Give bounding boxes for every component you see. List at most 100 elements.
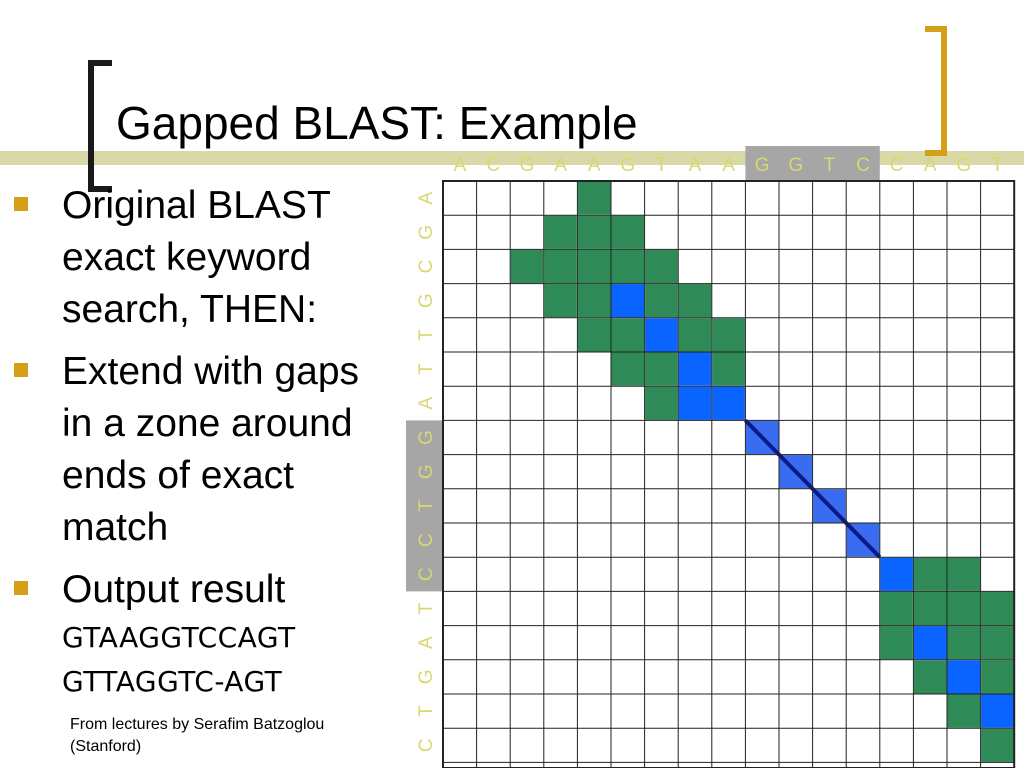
matrix-cell-green — [610, 317, 646, 353]
matrix-cell-green — [946, 693, 982, 729]
left-sequence-letter: T — [416, 602, 437, 614]
top-sequence-letter: T — [992, 155, 1004, 176]
matrix-cell-green — [543, 214, 578, 250]
source-credit: From lectures by Serafim Batzoglou (Stan… — [70, 714, 400, 758]
matrix-cell-green — [980, 659, 1015, 695]
top-sequence-letter: C — [890, 155, 904, 176]
matrix-cell-green — [509, 248, 545, 285]
left-sequence-letter: A — [416, 397, 437, 410]
left-sequence-letter: T — [416, 705, 437, 717]
bullet-list: Original BLAST exact keyword search, THE… — [14, 180, 394, 704]
left-sequence-letter: T — [416, 363, 437, 375]
left-sequence-letter: C — [416, 567, 437, 581]
top-sequence-letter: G — [520, 155, 535, 176]
top-sequence-letter: A — [689, 155, 702, 176]
top-sequence-letter: G — [755, 155, 770, 176]
matrix-cell-green — [980, 590, 1015, 627]
matrix-cell-green — [576, 283, 612, 319]
matrix-border — [442, 180, 1016, 768]
left-sequence-letter: A — [416, 636, 437, 649]
matrix-cell-green — [946, 625, 982, 661]
matrix-cell-blue — [644, 317, 679, 353]
right-bracket-decoration — [925, 26, 947, 156]
matrix-cell-green — [946, 556, 982, 592]
left-sequence-letter: T — [416, 329, 437, 341]
matrix-cell-green — [644, 351, 679, 387]
matrix-cell-green — [711, 317, 746, 353]
top-sequence-letter: C — [487, 155, 501, 176]
top-sequence-letter: C — [856, 155, 870, 176]
bullet-text: Extend with gaps in a zone around ends o… — [62, 350, 360, 549]
sequence-highlight-layer — [406, 146, 880, 592]
matrix-cell-green — [576, 214, 612, 250]
matrix-cell-green — [576, 317, 612, 353]
matrix-cell-blue — [946, 659, 982, 695]
left-sequence-letter: G — [416, 430, 437, 445]
matrix-grid-layer — [442, 180, 1016, 768]
matrix-cell-green — [879, 625, 914, 661]
bullet-marker-icon — [14, 581, 28, 595]
top-sequence-letter: A — [722, 155, 735, 176]
matrix-cell-blue — [677, 351, 713, 387]
alignment-line-bottom: GTTAGGTC-AGT — [62, 665, 283, 698]
matrix-cell-blue — [912, 625, 948, 661]
slide-title: Gapped BLAST: Example — [116, 97, 638, 149]
matrix-cell-blue — [879, 556, 914, 592]
matrix-cell-green — [543, 283, 578, 319]
credit-line: (Stanford) — [70, 738, 142, 755]
top-sequence-letter: A — [588, 155, 601, 176]
matrix-cell-green — [912, 556, 948, 592]
matrix-cell-green — [543, 248, 578, 285]
top-sequence-letter: T — [656, 155, 668, 176]
left-bracket-decoration — [88, 60, 112, 192]
matrix-cell-green — [610, 248, 646, 285]
bullet-marker-icon — [14, 197, 28, 211]
left-sequence-letter: C — [416, 533, 437, 547]
left-sequence-highlight — [406, 420, 443, 592]
bullet-item: Original BLAST exact keyword search, THE… — [14, 180, 394, 336]
matrix-cell-green — [677, 317, 713, 353]
top-sequence-letter: G — [956, 155, 971, 176]
top-sequence-letter: T — [824, 155, 836, 176]
matrix-cell-green — [946, 590, 982, 627]
matrix-cell-green — [912, 590, 948, 627]
left-sequence-letter: G — [416, 293, 437, 308]
alignment-line-top: GTAAGGTCCAGT — [62, 621, 296, 654]
matrix-cell-green — [980, 727, 1015, 763]
alignment-result: GTAAGGTCCAGT GTTAGGTC-AGT — [62, 616, 394, 704]
bullet-text: Output result — [62, 568, 286, 611]
top-sequence-letter: A — [554, 155, 567, 176]
bullet-text: Original BLAST exact keyword search, THE… — [62, 184, 331, 331]
top-sequence-letter: G — [788, 155, 803, 176]
left-sequence-letter: G — [416, 225, 437, 240]
credit-line: From lectures by Serafim Batzoglou — [70, 716, 325, 733]
matrix-cell-blue — [677, 385, 713, 421]
matrix-cell-green — [980, 625, 1015, 661]
top-sequence-highlight — [745, 146, 880, 180]
matrix-cell-green — [677, 283, 713, 319]
bullet-marker-icon — [14, 363, 28, 377]
matrix-cell-green — [610, 351, 646, 387]
matrix-cell-green — [711, 351, 746, 387]
bullet-item: Extend with gaps in a zone around ends o… — [14, 346, 394, 554]
left-sequence-letter: A — [416, 191, 437, 204]
matrix-cell-green — [610, 214, 646, 250]
left-sequence-letter: T — [416, 500, 437, 512]
left-sequence-letter: C — [416, 738, 437, 752]
left-sequence-letter: G — [416, 670, 437, 685]
matrix-cell-blue — [980, 693, 1015, 729]
bullet-item: Output result GTAAGGTCCAGT GTTAGGTC-AGT — [14, 564, 394, 704]
matrix-cell-layer — [509, 180, 1015, 763]
left-sequence-letter: C — [416, 260, 437, 274]
top-sequence-letter: A — [924, 155, 937, 176]
matrix-cell-green — [576, 248, 612, 285]
matrix-cell-green — [576, 180, 612, 216]
top-sequence-letter: G — [620, 155, 635, 176]
left-sequence-letter: G — [416, 464, 437, 479]
matrix-cell-green — [644, 283, 679, 319]
top-sequence-letter: A — [453, 155, 466, 176]
matrix-cell-green — [879, 590, 914, 627]
